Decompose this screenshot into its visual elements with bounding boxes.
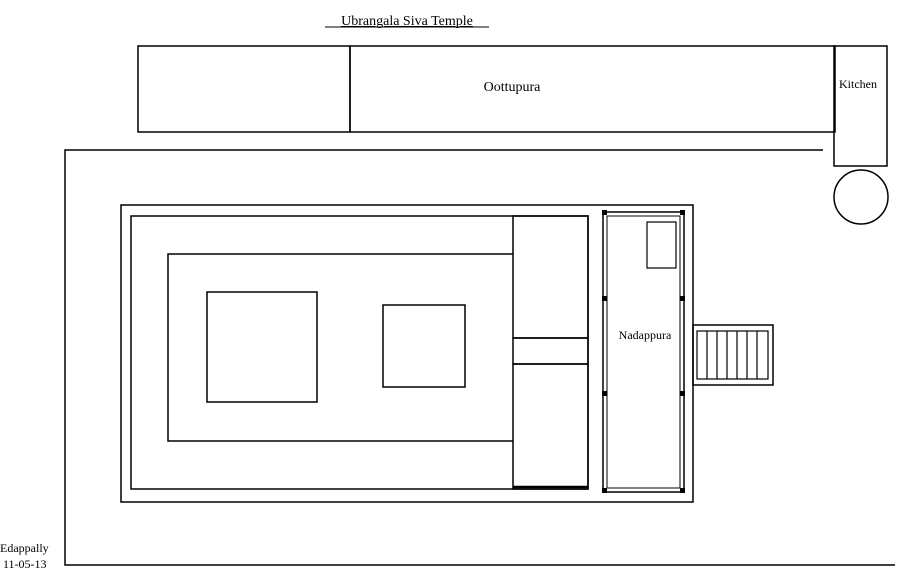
oottupura-left-room [137, 45, 351, 133]
nadappura-small-room [646, 221, 677, 269]
diagram-title: Ubrangala Siva Temple [341, 14, 473, 29]
footer-place: Edappally [0, 541, 49, 555]
entrance-steps-inner [696, 330, 769, 380]
compound-boundary [64, 149, 895, 566]
nadappura-inner [606, 215, 681, 489]
east-passage [512, 337, 589, 365]
step-lines [706, 331, 758, 379]
nadappura-pillars [602, 210, 685, 493]
pillar [602, 391, 607, 396]
pillar [602, 210, 607, 215]
kitchen-room [833, 45, 888, 167]
pillar [680, 488, 685, 493]
nadappura-label: Nadappura [619, 328, 672, 342]
pillar [602, 296, 607, 301]
temple-inner-wall [130, 215, 589, 490]
entrance-steps-outer [692, 324, 774, 386]
oottupura-hall [349, 45, 836, 133]
sanctum [206, 291, 318, 403]
mandapam [382, 304, 466, 388]
kitchen-label: Kitchen [839, 77, 877, 91]
east-chamber-lower [512, 363, 589, 490]
footer-date: 11-05-13 [3, 557, 47, 571]
oottupura-label: Oottupura [484, 80, 542, 95]
pillar [680, 391, 685, 396]
pillar [680, 210, 685, 215]
pillar [680, 296, 685, 301]
well-circle [833, 169, 889, 225]
pillar [602, 488, 607, 493]
nadappura-outer [602, 211, 685, 493]
east-chamber-upper [512, 215, 589, 339]
inner-enclosure [167, 253, 513, 442]
